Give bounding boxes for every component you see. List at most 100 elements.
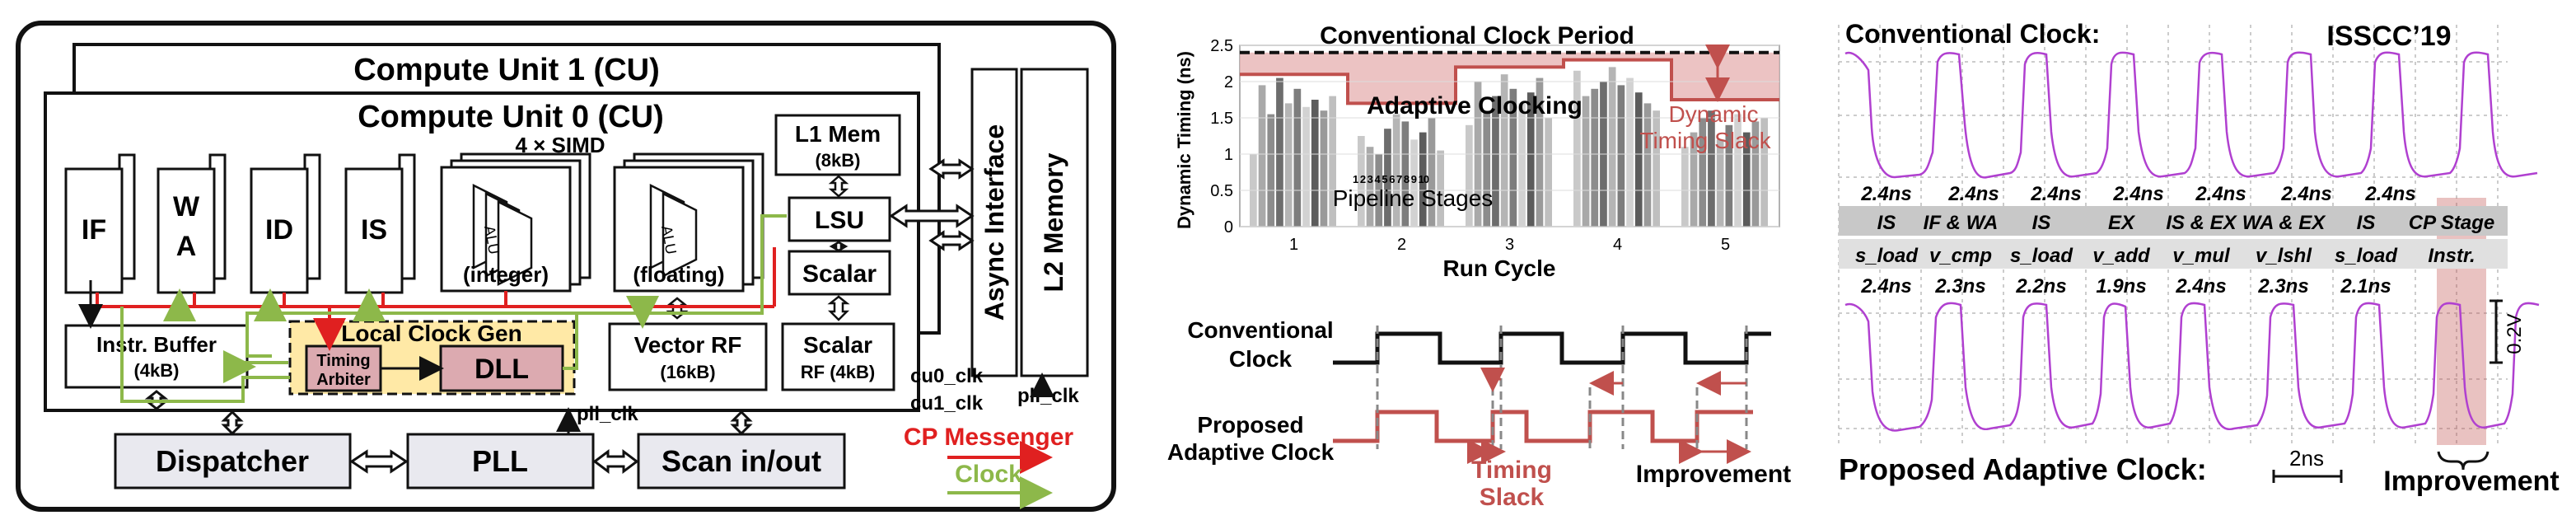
prop-period-label: 2.3ns: [1934, 275, 1985, 297]
bar-run5-stage3: [1699, 118, 1707, 227]
conv-period-label: 2.4ns: [1860, 183, 1911, 205]
architecture-panel: Compute Unit 1 (CU) Compute Unit 0 (CU) …: [16, 21, 1116, 512]
bar-run1-stage2: [1258, 85, 1266, 227]
bar-run3-stage9: [1536, 77, 1544, 227]
bar-run5-stage7: [1734, 114, 1741, 227]
y-tick-label: 2: [1224, 73, 1233, 91]
architecture-frame: [16, 21, 1116, 512]
timing-slack-label-1: Timing: [1471, 457, 1552, 484]
bar-run2-stage1: [1358, 136, 1365, 227]
legend-cp-label: CP Messenger: [904, 424, 1074, 451]
bus-arrow-l1-lsu-v: [828, 175, 849, 198]
bar-run3-stage1: [1466, 124, 1473, 227]
dynamic-slack-area: [1240, 52, 1779, 104]
bar-run4-stage8: [1634, 92, 1643, 227]
bar-run2-stage7: [1410, 139, 1418, 227]
bar-run2-stage10: [1437, 150, 1444, 227]
clock-left-loop: [120, 307, 290, 403]
timing-conv-label-1: Conventional: [1187, 317, 1333, 343]
instr-label: v_lshl: [2256, 245, 2312, 267]
async-interface-label: Async Interface: [979, 124, 1009, 321]
bar-run5-stage10: [1760, 118, 1768, 227]
instr-label: s_load: [2335, 245, 2398, 267]
vector-rf-box: [608, 322, 768, 391]
instr-label: v_cmp: [1929, 245, 1992, 267]
scope-conference: ISSCC’19: [2326, 21, 2451, 52]
stage-if-label: IF: [82, 214, 106, 246]
x-tick-label: 2: [1397, 236, 1406, 254]
bar-run2-stage5: [1392, 114, 1400, 227]
alu-integer-unit: ALU (integer): [440, 152, 591, 293]
bus-arrows: [889, 158, 975, 251]
bar-run4-stage3: [1591, 88, 1599, 227]
stage-label: IS: [2357, 212, 2376, 234]
scope-conv-title: Conventional Clock:: [1845, 19, 2100, 49]
prop-period-label: 2.2ns: [2015, 275, 2066, 297]
stage-wa-box: [157, 167, 216, 294]
legend-clock-label: Clock: [955, 461, 1022, 488]
bus-arrow-dispatcher-pll: [349, 449, 409, 474]
alu-integer-symbol-3: [497, 199, 533, 287]
timing-arbiter-label-2: Arbiter: [316, 371, 371, 389]
y-tick-label: 2.5: [1210, 37, 1233, 55]
timing-arbiter-box: [305, 344, 382, 392]
chart-xlabel: Run Cycle: [1443, 255, 1556, 281]
chart-slack-label-1: Dynamic: [1669, 101, 1759, 127]
scalar-rf-box: [781, 322, 895, 391]
alu-floating-symbol-2: [662, 191, 698, 279]
bus-arrow-l1-lsu: [889, 204, 975, 228]
timing-improvement-label: Improvement: [1636, 461, 1791, 488]
l1-mem-size: (8kB): [815, 150, 860, 171]
chart-slack-region: [1240, 52, 1779, 104]
bar-run1-stage6: [1293, 88, 1302, 227]
compute-unit-1-title: Compute Unit 1 (CU): [353, 53, 660, 87]
bar-run5-stage8: [1742, 132, 1751, 227]
bus-arrow-pll-scan: [592, 449, 639, 474]
pll-clk-label-bottom: pll_clk: [577, 403, 638, 425]
l2-memory-label: L2 Memory: [1039, 152, 1068, 292]
y-tick-label: 1.5: [1210, 110, 1233, 128]
l1-mem-title: L1 Mem: [795, 121, 881, 147]
y-tick-label: 0: [1224, 218, 1233, 237]
conv-period-label: 2.4ns: [2364, 183, 2415, 205]
stage-label: IS: [2032, 212, 2051, 234]
y-tick-label: 0.5: [1210, 182, 1233, 200]
x-tick-label: 3: [1505, 236, 1514, 254]
bar-run3-stage8: [1526, 92, 1535, 227]
timing-dashed-guides: [1376, 326, 1748, 449]
stage-label: CP Stage: [2409, 212, 2494, 234]
stage-is-label: IS: [361, 214, 387, 246]
bar-run1-stage4: [1276, 77, 1283, 227]
instr-buffer-size: (4kB): [133, 360, 179, 381]
scope-instr-band: [1839, 239, 2508, 269]
bar-run3-stage5: [1500, 74, 1508, 227]
bus-arrow-lower: [928, 230, 975, 251]
dispatcher-label: Dispatcher: [156, 444, 309, 478]
bar-run3-stage4: [1492, 96, 1499, 227]
alu-floating-unit: ALU (floating): [613, 152, 764, 293]
conventional-clock-trace: [1844, 51, 2538, 179]
scope-prop-title: Proposed Adaptive Clock:: [1839, 452, 2207, 486]
instr-label: v_mul: [2172, 245, 2231, 267]
dll-label: DLL: [475, 354, 529, 385]
prop-period-label: 1.9ns: [2096, 275, 2146, 297]
stage-label: IF & WA: [1924, 212, 1999, 234]
l1-mem-box: [774, 114, 901, 176]
bar-run4-stage1: [1573, 70, 1581, 227]
lsu-label: LSU: [815, 207, 864, 234]
x-tick-label: 4: [1613, 236, 1622, 254]
bar-run2-stage8: [1419, 132, 1427, 227]
pll-box: [406, 433, 595, 490]
conv-period-label: 2.4ns: [2030, 183, 2081, 205]
scope-voltage-scale: 0.2V: [2504, 313, 2526, 354]
bar-run1-stage5: [1284, 103, 1293, 227]
x-tick-label: 5: [1721, 236, 1730, 254]
chart-stage-caption: Pipeline Stages: [1333, 185, 1494, 211]
stage-label: WA & EX: [2242, 212, 2326, 234]
bar-run2-stage4: [1384, 129, 1391, 227]
bus-arrow-scalar-srf: [827, 295, 850, 321]
bar-run4-stage5: [1608, 67, 1616, 227]
